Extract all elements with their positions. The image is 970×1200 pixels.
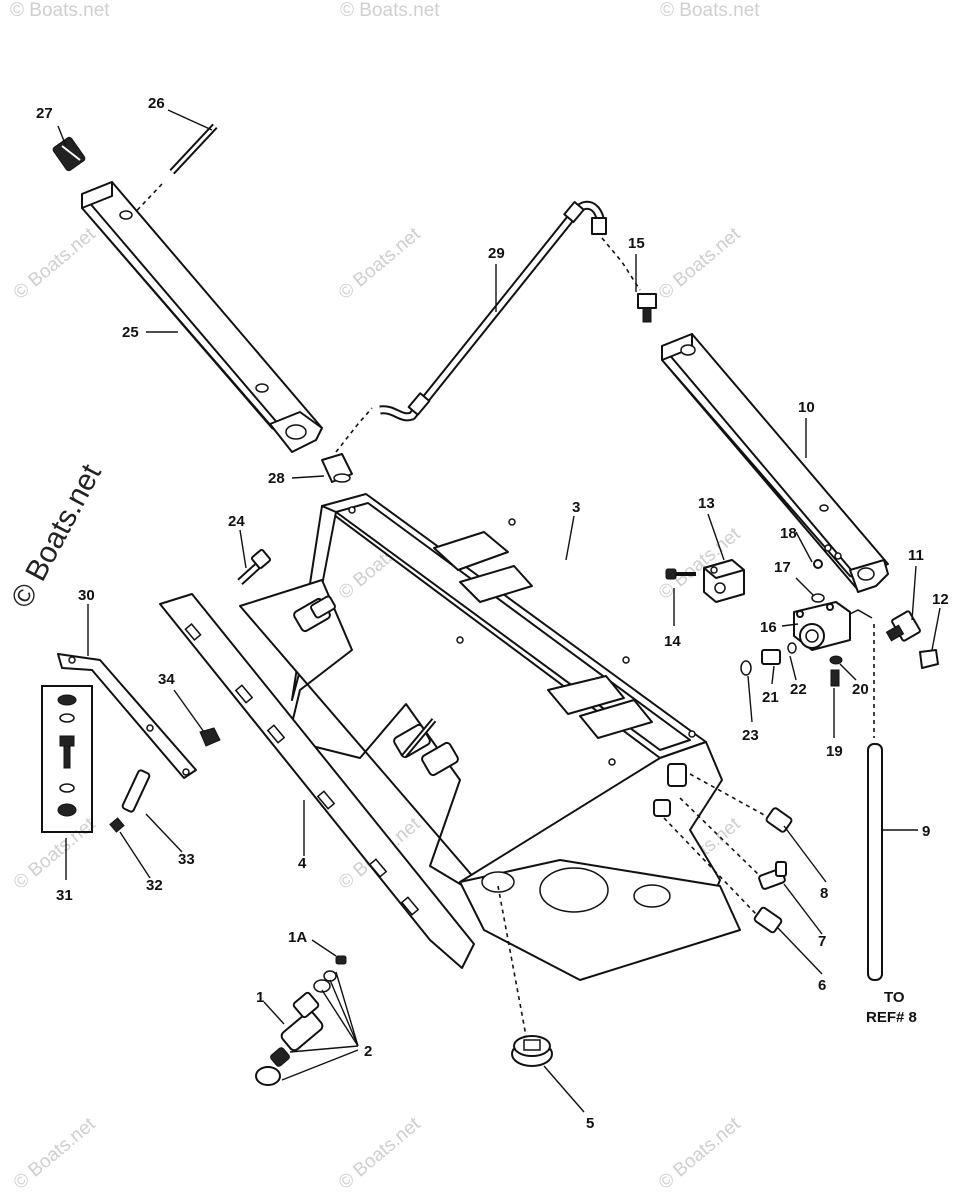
- callout-31: 31: [56, 887, 73, 904]
- part-25-fuel-rail-drawing: [81, 181, 323, 453]
- callout-10: 10: [798, 399, 815, 416]
- callout-labels: 27 26 25 28 29 15 10 3 13 14 18 17 11 12…: [36, 95, 949, 1132]
- callout-17: 17: [774, 559, 791, 576]
- ref-note-line1: TO: [884, 989, 905, 1006]
- callout-9: 9: [922, 823, 930, 840]
- callout-4: 4: [298, 855, 307, 872]
- callout-28: 28: [268, 470, 285, 487]
- part-14-screw-drawing: [665, 568, 696, 580]
- part-12-cap-drawing: [919, 649, 939, 669]
- part-3-manifold-drawing: [239, 493, 767, 981]
- callout-27: 27: [36, 105, 53, 122]
- watermark: © Boats.net: [660, 0, 760, 21]
- callout-18: 18: [780, 525, 797, 542]
- callout-26: 26: [148, 95, 165, 112]
- callout-14: 14: [664, 633, 681, 650]
- part-1-injector-drawing: [255, 955, 347, 1086]
- part-6-8-fittings-drawing: [753, 807, 793, 934]
- part-17-18-drawing: [811, 559, 825, 603]
- callout-21: 21: [762, 689, 779, 706]
- part-24-bolt-drawing: [237, 548, 272, 585]
- callout-34: 34: [158, 671, 175, 688]
- watermark: © Boats.net: [10, 0, 110, 21]
- part-31-hardware-drawing: [41, 685, 93, 833]
- callout-16: 16: [760, 619, 777, 636]
- callout-7: 7: [818, 933, 826, 950]
- callout-3: 3: [572, 499, 580, 516]
- callout-20: 20: [852, 681, 869, 698]
- leader-lines: [57, 109, 941, 1113]
- callout-23: 23: [742, 727, 759, 744]
- part-10-fuel-rail-drawing: [661, 333, 889, 593]
- callout-29: 29: [488, 245, 505, 262]
- callout-13: 13: [698, 495, 715, 512]
- part-30-bracket-drawing: [57, 653, 197, 779]
- part-32-34-drawing: [109, 727, 221, 833]
- ref-note-line2: REF# 8: [866, 1009, 917, 1026]
- watermarks: © Boats.net © Boats.net © Boats.net © Bo…: [5, 0, 760, 1194]
- callout-12: 12: [932, 591, 949, 608]
- part-13-bracket-drawing: [703, 559, 745, 603]
- callout-19: 19: [826, 743, 843, 760]
- part-29-fuel-line-drawing: [379, 200, 641, 422]
- callout-2: 2: [364, 1043, 372, 1060]
- callout-1a: 1A: [288, 929, 307, 946]
- watermark: © Boats.net: [655, 1113, 745, 1194]
- callout-15: 15: [628, 235, 645, 252]
- part-5-plug-drawing: [497, 885, 553, 1067]
- callout-22: 22: [790, 681, 807, 698]
- watermark: © Boats.net: [10, 1113, 100, 1194]
- part-15-sensor-drawing: [637, 293, 657, 323]
- callout-25: 25: [122, 324, 139, 341]
- watermark: © Boats.net: [655, 223, 745, 304]
- watermark: © Boats.net: [10, 813, 100, 894]
- part-19-23-drawing: [740, 642, 843, 687]
- callout-11: 11: [908, 547, 924, 564]
- callout-32: 32: [146, 877, 163, 894]
- part-26-pin-drawing: [125, 123, 218, 223]
- part-11-fitting-drawing: [885, 610, 921, 642]
- callout-6: 6: [818, 977, 826, 994]
- part-16-regulator-drawing: [793, 601, 873, 651]
- part-28-fitting-drawing: [321, 407, 373, 483]
- callout-24: 24: [228, 513, 245, 530]
- callout-1: 1: [256, 989, 264, 1006]
- part-27-fitting-drawing: [52, 136, 86, 172]
- callout-30: 30: [78, 587, 95, 604]
- watermark: © Boats.net: [335, 223, 425, 304]
- watermark: © Boats.net: [10, 223, 100, 304]
- callout-8: 8: [820, 885, 828, 902]
- callout-5: 5: [586, 1115, 594, 1132]
- watermark: © Boats.net: [340, 0, 440, 21]
- watermark: © Boats.net: [335, 1113, 425, 1194]
- callout-33: 33: [178, 851, 195, 868]
- part-4-gasket-drawing: [159, 593, 475, 969]
- part-9-tube-drawing: [867, 624, 883, 981]
